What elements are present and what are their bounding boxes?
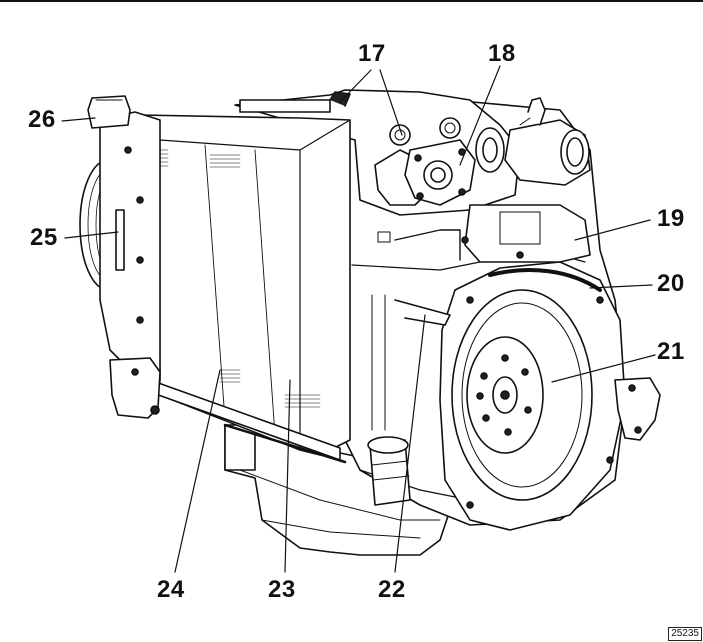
callout-23: 23 xyxy=(268,576,296,603)
callout-19: 19 xyxy=(657,205,685,232)
callout-25: 25 xyxy=(30,224,58,251)
callout-17: 17 xyxy=(358,40,386,67)
intake-elbow xyxy=(504,97,591,186)
callout-22: 22 xyxy=(378,576,406,603)
flywheel xyxy=(451,289,593,501)
injection-pump xyxy=(461,204,591,263)
figure-reference-number: 25235 xyxy=(668,627,702,641)
oil-filter xyxy=(367,299,451,506)
engine-mount-left xyxy=(109,357,161,419)
callout-21: 21 xyxy=(657,338,685,365)
filler-cap xyxy=(87,95,131,129)
top-border-line xyxy=(0,0,703,2)
oil-sump xyxy=(224,424,451,556)
cooler-side-panel xyxy=(99,111,161,386)
callout-24: 24 xyxy=(157,576,185,603)
engine-mount-right xyxy=(614,377,661,441)
callout-20: 20 xyxy=(657,270,685,297)
exhaust-flange xyxy=(404,127,505,206)
callout-18: 18 xyxy=(488,40,516,67)
callout-26: 26 xyxy=(28,106,56,133)
leader-lines xyxy=(61,65,656,573)
oil-cooler xyxy=(139,114,351,464)
